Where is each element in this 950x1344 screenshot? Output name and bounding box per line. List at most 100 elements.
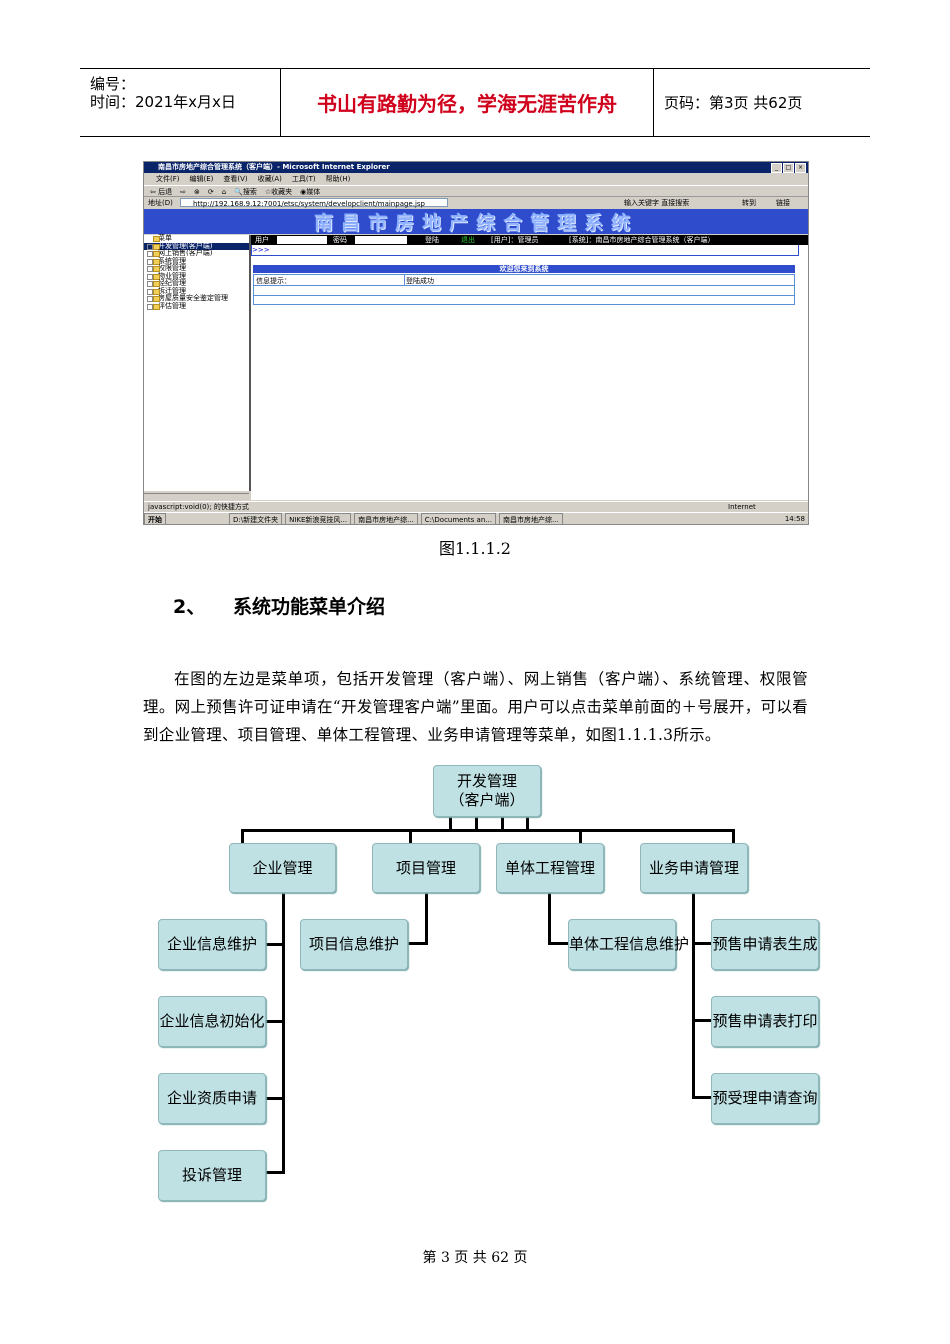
minimize-icon[interactable]: _ [771,163,782,173]
connector [548,893,551,945]
tree-scrollbar[interactable] [144,493,249,501]
links-label[interactable]: 链接 [776,199,790,207]
user-label: 用户 [255,236,269,244]
menu-tools[interactable]: 工具(T) [291,175,316,183]
taskbar-item[interactable]: NIKE新浪竞技风... [285,513,352,524]
stop-icon[interactable]: ⊗ [193,188,200,196]
node-enterprise-child: 企业信息维护 [158,919,266,970]
page-footer: 第 3 页 共 62 页 [422,1250,528,1266]
main-frame: 用户 密码 登陆 退出 [用户]：管理员 [系统]：南昌市房地产综合管理系统（客… [251,235,808,500]
info-table: 信息提示： 登陆成功 [253,274,795,305]
menu-edit[interactable]: 编辑(E) [189,175,214,183]
table-divider [254,285,794,286]
address-input[interactable]: http://192.168.9.12:7001/etsc/system/dev… [180,198,448,208]
connector [241,829,735,832]
header-meta: 编号： 时间：2021年x月x日 [80,69,281,136]
tree-item[interactable]: 经纪管理 [144,279,249,288]
banner-title: 南昌市房地产综合管理系统 [313,212,638,234]
node-business: 业务申请管理 [640,843,748,893]
connector [282,893,285,1173]
menu-tree: 菜单 开发管理(客户端) 网上销售(客户端) 系统管理 权限管理 物业管理 经纪… [144,234,251,491]
menu-help[interactable]: 帮助(H) [325,175,351,183]
maximize-icon[interactable]: □ [783,163,794,173]
tree-item[interactable]: 网上销售(客户端) [144,249,249,258]
node-project: 项目管理 [372,843,480,893]
tree-root[interactable]: 菜单 [144,234,249,243]
search-button[interactable]: 🔍搜索 [234,188,257,196]
menu-file[interactable]: 文件(F) [156,175,180,183]
connector [449,817,452,830]
forward-icon[interactable]: ⇨ [180,188,186,196]
node-business-child: 预受理申请查询 [711,1073,819,1124]
info-label: 信息提示： [256,277,291,285]
taskbar: 开始 D:\新建文件夹 NIKE新浪竞技风... 南昌市房地产综... C:\D… [144,512,808,524]
node-unit-child: 单体工程信息维护 [568,919,689,970]
connector [409,829,412,843]
start-button[interactable]: 开始 [144,513,166,524]
node-project-child: 项目信息维护 [300,919,408,970]
tree-item[interactable]: 物业管理 [144,272,249,281]
media-button[interactable]: ◉媒体 [300,188,321,196]
system-info: [系统]：南昌市房地产综合管理系统（客户端） [569,236,715,244]
login-bar: 用户 密码 登陆 退出 [用户]：管理员 [系统]：南昌市房地产综合管理系统（客… [251,235,808,245]
table-divider [404,275,405,285]
clock: 14:58 [784,515,805,523]
tree-item[interactable]: 拆迁管理 [144,287,249,296]
menu-favorites[interactable]: 收藏(A) [257,175,282,183]
taskbar-item[interactable]: C:\Documents an... [420,513,496,524]
connector [732,829,735,843]
connector [475,817,478,830]
section-title: 系统功能菜单介绍 [233,596,386,618]
node-business-child: 预售申请表打印 [711,996,819,1047]
browser-toolbar: ⇦ 后退 ⇨ ⊗ ⟳ ⌂ 🔍搜索 ☆收藏夹 ◉媒体 [144,185,808,197]
connector [692,1096,711,1099]
browser-screenshot: 南昌市房地产综合管理系统（客户端）- Microsoft Internet Ex… [143,161,809,525]
tree-item[interactable]: 开发管理(客户端) [144,242,249,250]
taskbar-item[interactable]: 南昌市房地产综... [498,513,563,524]
menu-bar: 文件(F) 编辑(E) 查看(V) 收藏(A) 工具(T) 帮助(H) [144,174,808,184]
go-button[interactable]: 转到 [742,199,756,207]
favorites-button[interactable]: ☆收藏夹 [264,188,293,196]
login-button[interactable]: 登陆 [425,236,439,244]
back-button[interactable]: ⇦ 后退 [150,188,173,196]
node-enterprise-child: 企业信息初始化 [158,996,266,1047]
address-label: 地址(D) [148,199,173,207]
tree-item[interactable]: 评估管理 [144,302,249,311]
connector [266,1097,285,1100]
connector [266,943,285,946]
close-icon[interactable]: × [795,163,806,173]
node-enterprise-child: 企业资质申请 [158,1073,266,1124]
header-page-info: 页码：第3页 共62页 [664,94,803,112]
window-controls: _ □ × [771,163,806,173]
logout-button[interactable]: 退出 [461,236,475,244]
tree-item[interactable]: 系统管理 [144,257,249,266]
user-input[interactable] [277,236,327,244]
taskbar-item[interactable]: 南昌市房地产综... [354,513,418,524]
refresh-icon[interactable]: ⟳ [207,188,214,196]
section-number: 2、 [173,596,206,618]
nav-arrows[interactable]: >>> [251,245,799,256]
status-text: javascript:void(0); 的快捷方式 [148,503,249,511]
body-paragraph: 在图的左边是菜单项，包括开发管理（客户端）、网上销售（客户端）、系统管理、权限管… [143,670,808,744]
status-zone: Internet [728,503,756,511]
connector [579,829,582,843]
password-input[interactable] [355,236,407,244]
home-icon[interactable]: ⌂ [221,188,227,196]
tree-item[interactable]: 权限管理 [144,264,249,273]
section-heading: 2、 系统功能菜单介绍 [173,592,385,619]
taskbar-item[interactable]: D:\新建文件夹 [229,513,283,524]
connector [408,942,428,945]
welcome-header: 欢迎您来到系统 [253,265,795,273]
header-motto: 书山有路勤为径，学海无涯苦作舟 [281,69,654,136]
address-bar: 地址(D) http://192.168.9.12:7001/etsc/syst… [144,198,808,208]
connector [266,1171,285,1174]
page-header: 编号： 时间：2021年x月x日 书山有路勤为径，学海无涯苦作舟 页码：第3页 … [80,68,870,137]
menu-view[interactable]: 查看(V) [223,175,248,183]
node-enterprise-child: 投诉管理 [158,1150,266,1201]
tree-item[interactable]: 房屋质量安全鉴定管理 [144,294,249,303]
connector [548,942,568,945]
connector [241,829,244,843]
number-label: 编号： [90,75,136,93]
search-hint[interactable]: 输入关键字 直接搜索 [624,199,690,207]
